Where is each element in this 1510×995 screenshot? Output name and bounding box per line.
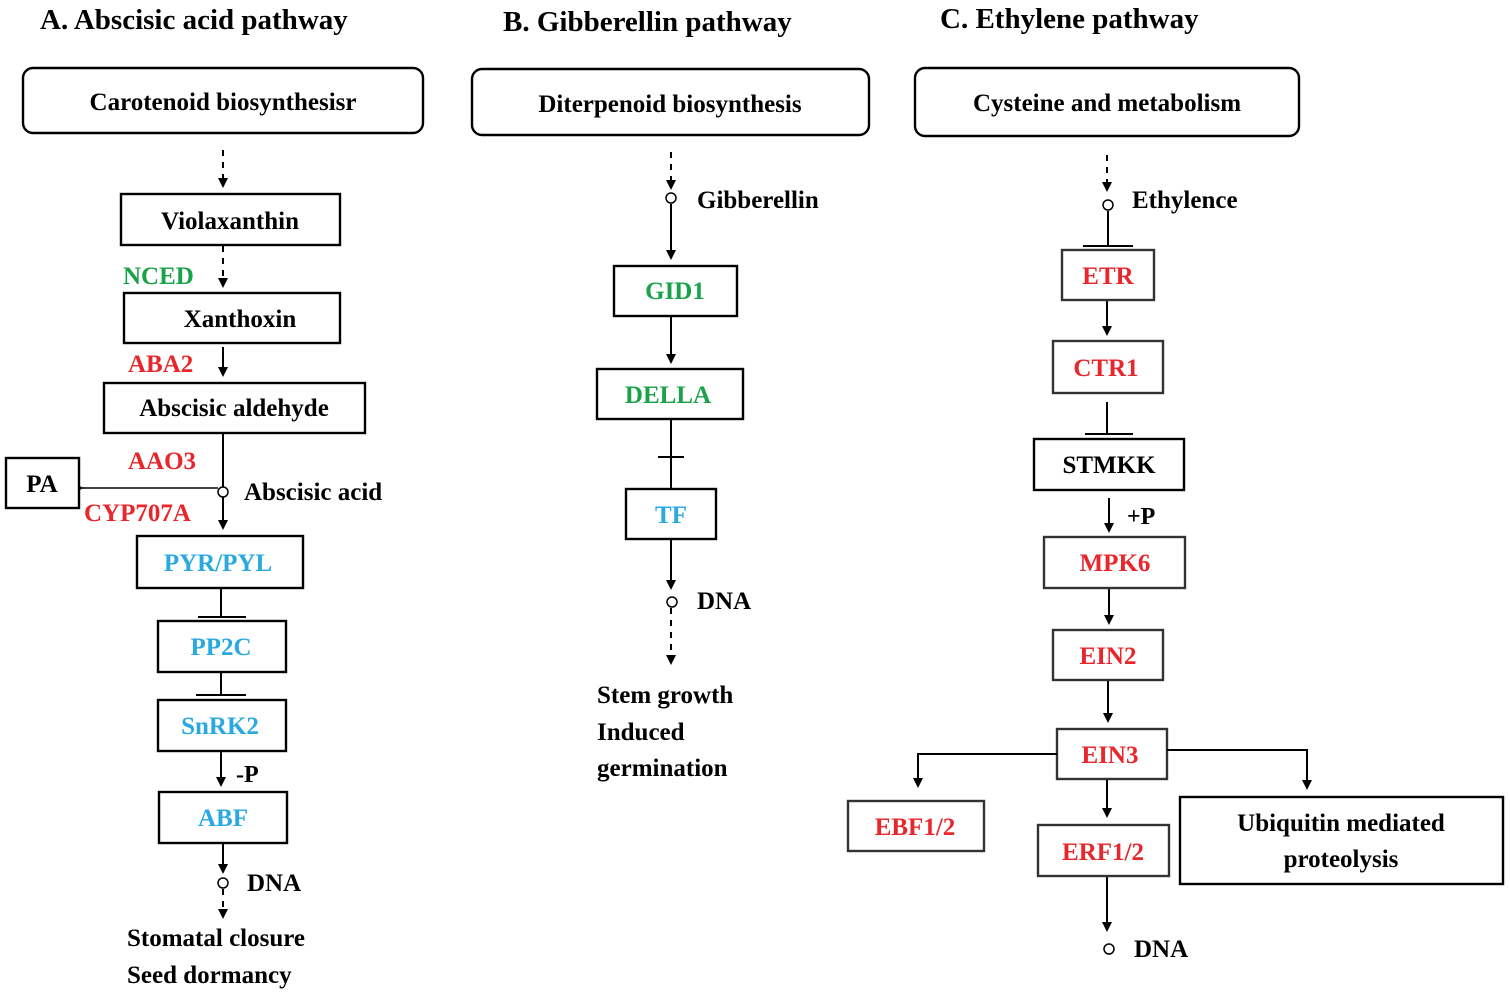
ethylence-label: Ethylence xyxy=(1132,187,1238,214)
etr-label: ETR xyxy=(1082,263,1134,290)
pp2c-box xyxy=(156,619,288,674)
tf-dna-node xyxy=(666,596,678,608)
panel-gibberellin: B. Gibberellin pathway Diterpenoid biosy… xyxy=(470,6,871,782)
abscisic-aldehyde-box xyxy=(102,381,367,435)
xanthoxin-box xyxy=(122,291,342,345)
della-label: DELLA xyxy=(625,382,711,409)
ubiquitin-box xyxy=(1178,795,1505,886)
tf-label: TF xyxy=(655,502,687,529)
cysteine-label: Cysteine and metabolism xyxy=(973,90,1241,117)
panel-abscisic-acid: A. Abscisic acid pathway Carotenoid bios… xyxy=(4,4,425,989)
gid1-label: GID1 xyxy=(645,278,705,305)
cysteine-box xyxy=(913,66,1301,138)
outcome-stem-growth: Stem growth xyxy=(597,682,733,709)
pa-label: PA xyxy=(26,471,57,498)
abf-label: ABF xyxy=(198,805,248,832)
gid1-box xyxy=(612,264,739,318)
ubiquitin-label-line-1: Ubiquitin mediated xyxy=(1237,810,1445,837)
abf-dna-node xyxy=(217,877,229,889)
violaxanthin-box xyxy=(119,192,342,247)
ein3-to-ebf12-arrow xyxy=(913,753,1057,788)
stmkk-label: STMKK xyxy=(1062,452,1156,479)
abscisic-aldehyde-label: Abscisic aldehyde xyxy=(139,395,329,422)
panel-a-title: A. Abscisic acid pathway xyxy=(40,4,348,36)
violaxanthin-label: Violaxanthin xyxy=(161,208,299,235)
tf-box xyxy=(624,487,718,541)
ein3-box xyxy=(1055,727,1169,781)
mpk6-box xyxy=(1042,535,1187,590)
aba2-enzyme-label: ABA2 xyxy=(128,351,193,378)
abf-box xyxy=(157,790,289,845)
abf-dna-label: DNA xyxy=(247,870,301,897)
ebf12-label: EBF1/2 xyxy=(875,814,956,841)
aao3-enzyme-label: AAO3 xyxy=(128,448,196,475)
minus-p-label: -P xyxy=(236,762,259,788)
ubiquitin-label-line-2: proteolysis xyxy=(1284,846,1399,873)
carotenoid-label: Carotenoid biosynthesisr xyxy=(90,89,357,116)
ctr1-label: CTR1 xyxy=(1073,355,1138,382)
stmkk-box xyxy=(1032,437,1186,492)
pa-box xyxy=(4,456,81,510)
panel-c-title: C. Ethylene pathway xyxy=(940,3,1199,35)
pp2c-label: PP2C xyxy=(190,634,251,661)
outcome-germination: germination xyxy=(597,755,728,782)
ein2-box xyxy=(1051,628,1165,682)
ein2-label: EIN2 xyxy=(1080,643,1137,670)
ebf12-box xyxy=(846,799,986,853)
tf-dna-label: DNA xyxy=(697,588,751,615)
panel-b-title: B. Gibberellin pathway xyxy=(503,6,792,38)
outcome-stomatal-closure: Stomatal closure xyxy=(127,925,305,952)
xanthoxin-label: Xanthoxin xyxy=(184,306,297,333)
erf12-label: ERF1/2 xyxy=(1062,839,1144,866)
outcome-induced: Induced xyxy=(597,719,685,746)
erf12-box xyxy=(1036,823,1171,878)
ethylence-node xyxy=(1102,199,1114,211)
cyp707a-enzyme-label: CYP707A xyxy=(84,500,191,527)
gibberellin-label: Gibberellin xyxy=(697,187,819,214)
pyr-pyl-label: PYR/PYL xyxy=(164,550,272,577)
mpk6-label: MPK6 xyxy=(1080,550,1151,577)
outcome-seed-dormancy: Seed dormancy xyxy=(127,962,292,989)
diterpenoid-label: Diterpenoid biosynthesis xyxy=(538,91,802,118)
etr-box xyxy=(1060,248,1156,302)
erf12-dna-node xyxy=(1103,943,1115,955)
carotenoid-box xyxy=(21,66,425,135)
diterpenoid-box xyxy=(470,67,871,137)
nced-enzyme-label: NCED xyxy=(123,263,194,290)
abscisic-acid-node xyxy=(217,486,229,498)
plus-p-label: +P xyxy=(1127,504,1155,530)
della-box xyxy=(595,367,745,421)
ein3-to-ubiquitin-arrow xyxy=(1167,749,1312,790)
snrk2-label: SnRK2 xyxy=(181,713,259,740)
ctr1-box xyxy=(1051,339,1165,395)
ein3-label: EIN3 xyxy=(1082,742,1139,769)
panel-ethylene: C. Ethylene pathway Cysteine and metabol… xyxy=(846,3,1505,963)
snrk2-box xyxy=(156,698,288,753)
erf12-dna-label: DNA xyxy=(1134,936,1188,963)
gibberellin-node xyxy=(665,192,677,204)
abscisic-acid-label: Abscisic acid xyxy=(244,479,382,506)
